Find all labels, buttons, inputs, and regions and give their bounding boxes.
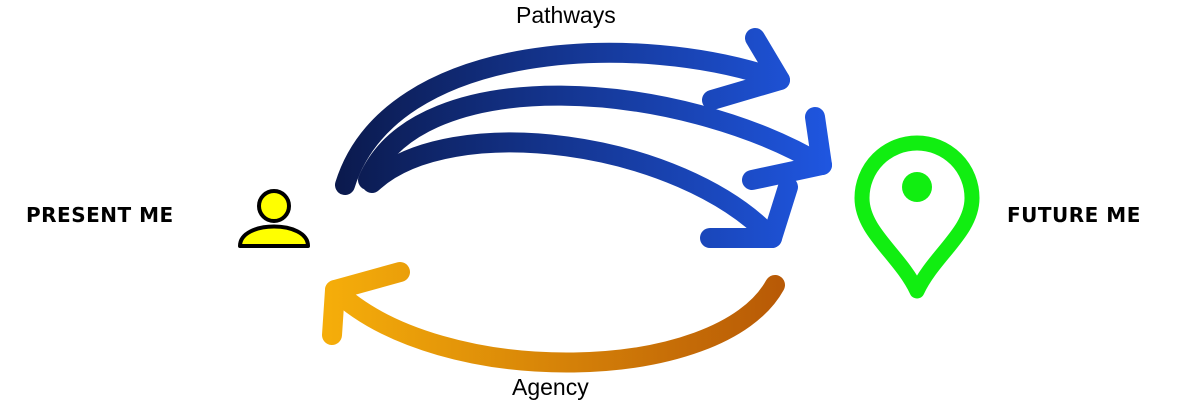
location-pin-icon: [854, 135, 980, 299]
agency-label: Agency: [512, 374, 589, 400]
pathway-arrow-top: [335, 28, 790, 195]
person-icon: [238, 189, 310, 248]
pathway-arrow-middle: [358, 85, 832, 190]
future-me-label: FUTURE ME: [1007, 203, 1141, 227]
present-me-label: PRESENT ME: [26, 203, 174, 227]
agency-arrow: [322, 262, 785, 373]
pathway-arrow-bottom: [362, 132, 798, 248]
pathways-label: Pathways: [516, 2, 616, 28]
